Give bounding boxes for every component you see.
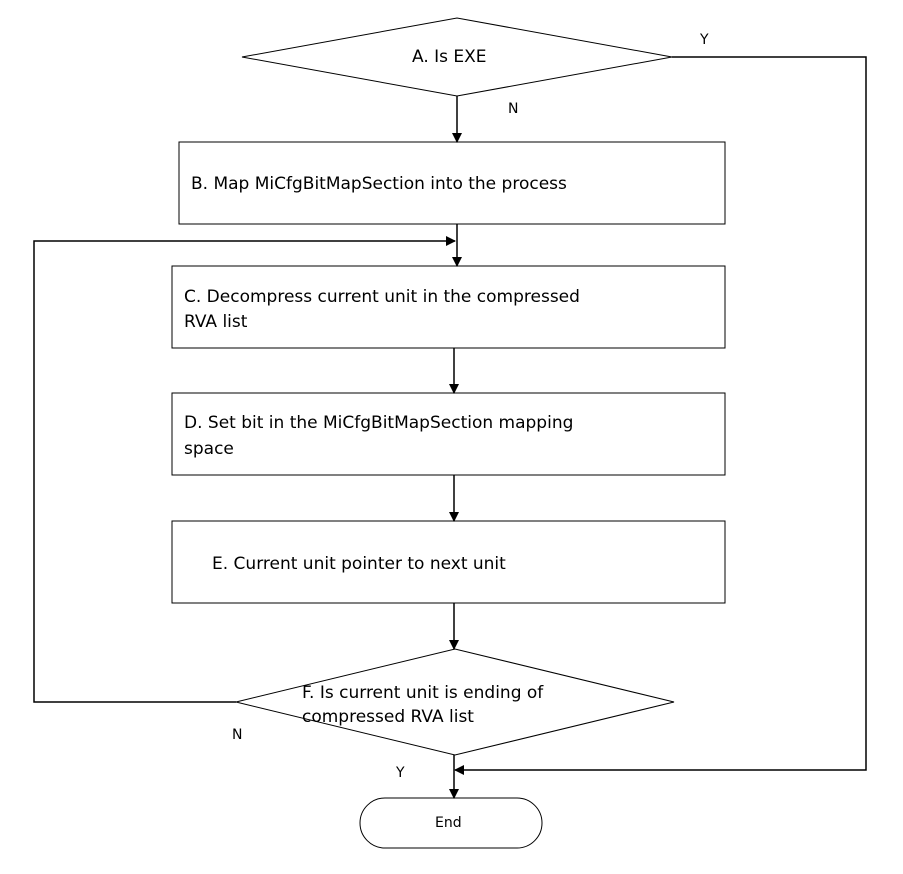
decision-f-label-line1: F. Is current unit is ending of: [302, 683, 544, 703]
process-c-label-line1: C. Decompress current unit in the compre…: [184, 287, 580, 307]
terminator-end-label: End: [435, 815, 462, 831]
process-b-label: B. Map MiCfgBitMapSection into the proce…: [191, 174, 567, 194]
process-b-shape: [178, 141, 726, 225]
process-e-shape: [171, 520, 726, 604]
process-c-label-line2: RVA list: [184, 312, 248, 332]
process-d-shape: [171, 392, 726, 476]
yes-branch-arrow-a-to-end: [454, 56, 867, 775]
decision-f-shape: [235, 648, 675, 756]
loop-back-arrow-f-to-c: [33, 236, 456, 703]
process-d-label-line1: D. Set bit in the MiCfgBitMapSection map…: [184, 413, 574, 433]
edge-label-f-yes: Y: [396, 765, 405, 781]
process-c-shape: [171, 265, 726, 349]
edge-label-a-yes: Y: [700, 32, 709, 48]
decision-f-label-line2: compressed RVA list: [302, 707, 474, 727]
process-d-label-line2: space: [184, 439, 234, 459]
edge-label-f-no: N: [232, 727, 243, 743]
edge-label-a-no: N: [508, 101, 519, 117]
decision-a-label: A. Is EXE: [412, 47, 487, 67]
process-e-label: E. Current unit pointer to next unit: [212, 554, 506, 574]
